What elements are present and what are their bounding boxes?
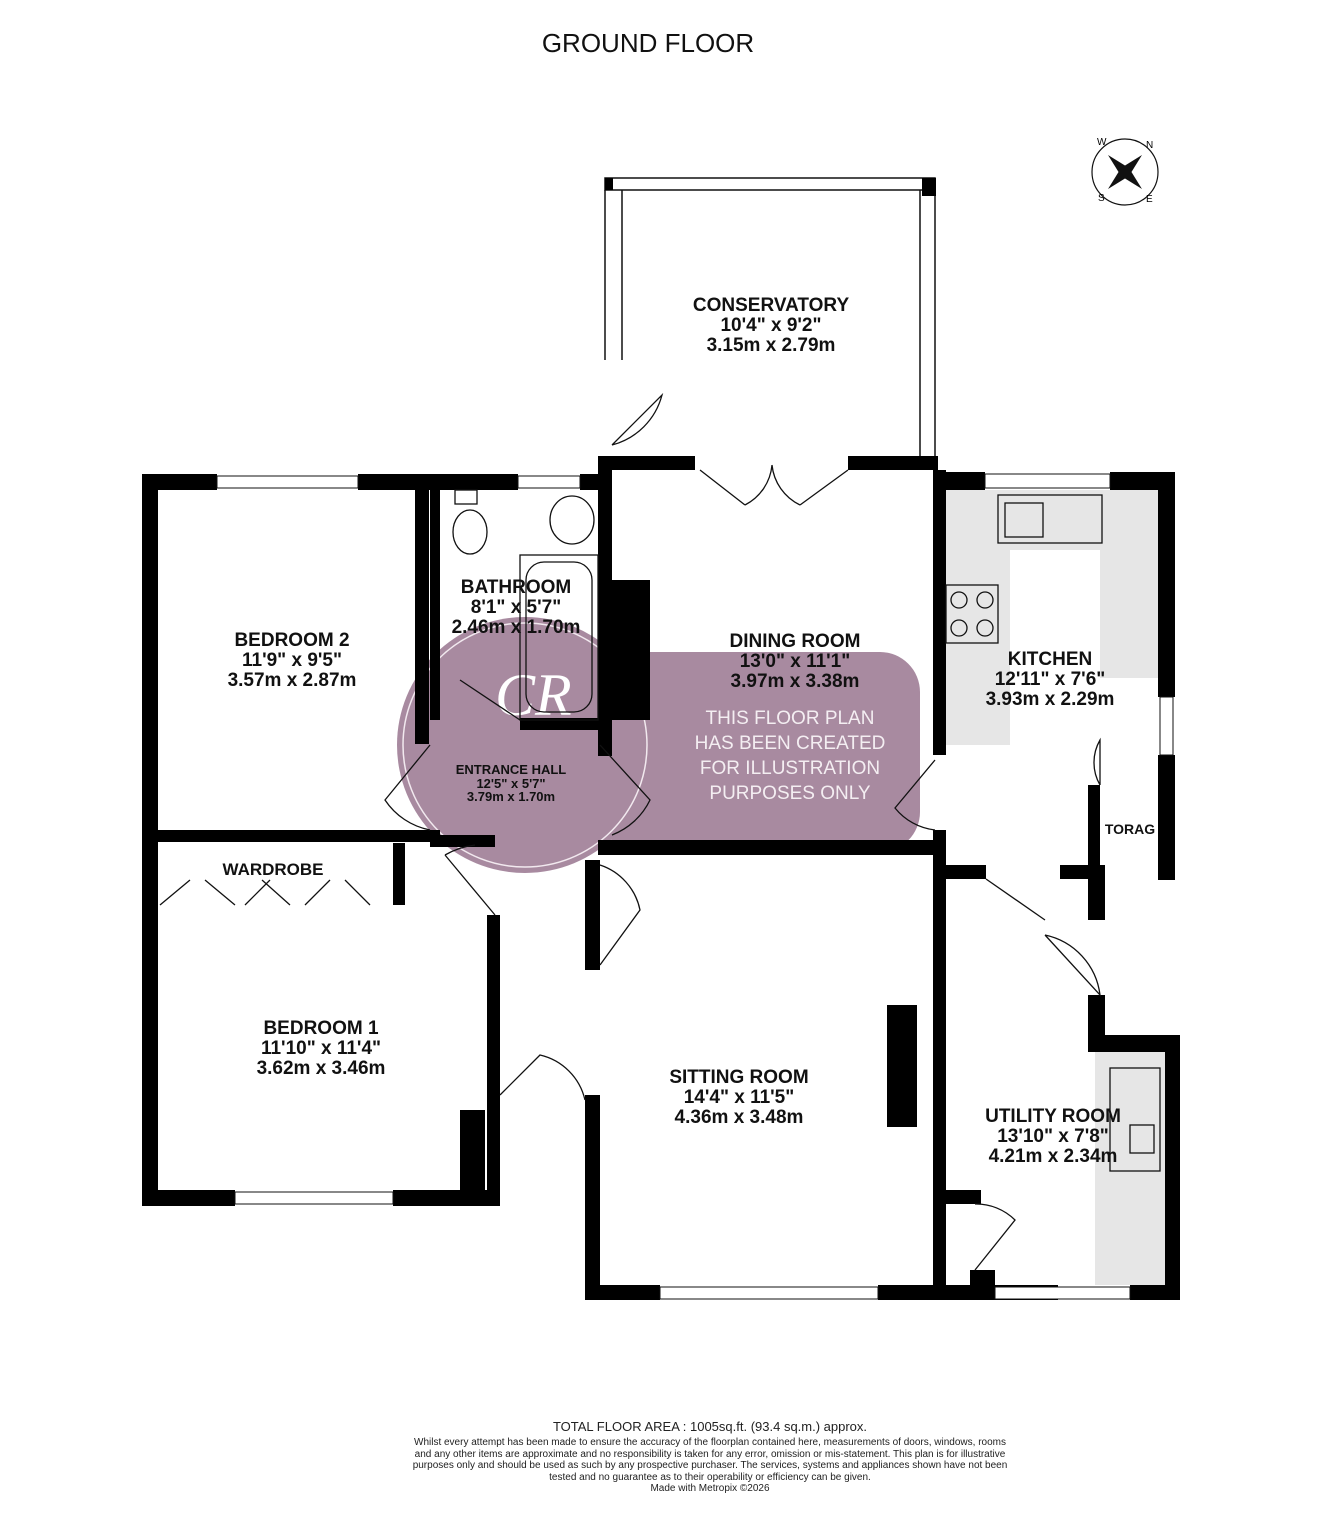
kitchen-worktop xyxy=(1100,550,1158,678)
windows xyxy=(216,473,1174,1300)
utility-worktop xyxy=(1095,1052,1165,1285)
fixtures xyxy=(159,392,1161,1271)
total-floor-area: TOTAL FLOOR AREA : 1005sq.ft. (93.4 sq.m… xyxy=(552,1419,868,1434)
watermark-monogram: CR xyxy=(495,662,572,728)
compass-w: W xyxy=(1097,137,1107,148)
compass-icon: W N S E xyxy=(1091,137,1159,206)
walls xyxy=(142,178,1180,1300)
disclaimer: Whilst every attempt has been made to en… xyxy=(410,1437,1010,1495)
storage-label: TORAG xyxy=(1104,821,1156,837)
kitchen-worktop xyxy=(940,550,1010,745)
kitchen-worktop xyxy=(940,490,1158,550)
compass-n: N xyxy=(1146,140,1153,151)
wardrobe-label: WARDROBE xyxy=(222,860,324,879)
floor-title: GROUND FLOOR xyxy=(541,28,755,58)
compass-e: E xyxy=(1146,194,1153,205)
made-with: Made with Metropix ©2026 xyxy=(650,1483,770,1494)
compass-s: S xyxy=(1098,193,1105,204)
